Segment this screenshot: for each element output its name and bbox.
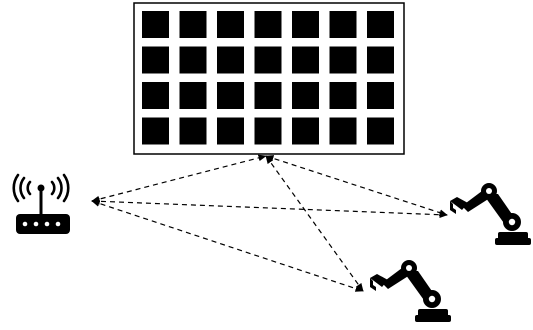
ris-element-cell [292,11,319,38]
ris-element-cell [292,82,319,109]
ris-element-cell [217,82,244,109]
ris-panel [133,2,405,155]
ris-element-cell [329,82,357,109]
wifi-router-icon [12,173,70,234]
signal-links [91,154,448,292]
ris-element-cell [367,46,394,74]
ris-element-cell [254,117,282,145]
link-ap-to-ris [91,154,267,203]
ris-element-cell [367,82,394,109]
ris-element-cell [329,11,357,38]
ris-element-cell [329,46,357,74]
ris-element-cell [179,46,207,74]
ris-element-cell [142,82,169,109]
ris-element-cell [217,117,244,145]
link-ris-to-robot-right [265,155,448,216]
ris-element-cell [367,11,394,38]
link-ap-to-robot-lower [91,200,364,292]
ris-element-cell [142,11,169,38]
ris-element-cell [179,11,207,38]
ris-element-cell [254,11,282,38]
ris-element-cell [142,46,169,74]
link-ris-to-robot-lower [265,155,364,292]
robot-arm-icon [370,260,451,322]
link-ap-to-robot-right [91,197,448,219]
ris-element-cell [179,117,207,145]
ris-element-cell [329,117,357,145]
ris-element-cell [254,46,282,74]
ris-element-cell [217,46,244,74]
ris-element-cell [254,82,282,109]
ris-element-cell [217,11,244,38]
ris-element-cell [292,117,319,145]
ris-element-grid [142,11,394,145]
robot-arm-icon [450,183,531,245]
ris-element-cell [367,117,394,145]
ris-element-cell [292,46,319,74]
ris-element-cell [179,82,207,109]
ris-element-cell [142,117,169,145]
